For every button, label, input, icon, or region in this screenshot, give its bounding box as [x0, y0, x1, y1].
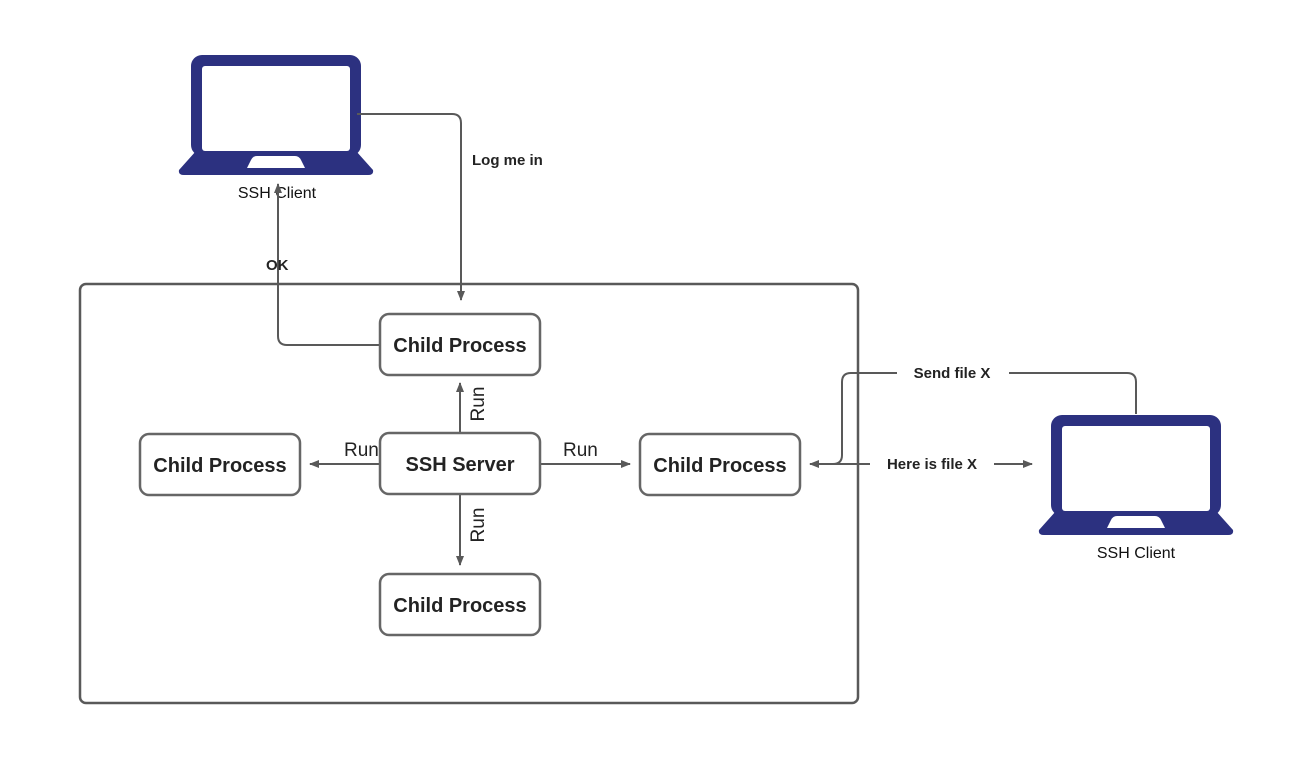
edge-run-up-label: Run — [468, 387, 489, 422]
child-process-right-box[interactable] — [638, 432, 802, 497]
laptop-screen — [1062, 426, 1210, 511]
ssh-server-box[interactable] — [378, 431, 542, 496]
edge-ok-line — [274, 183, 380, 346]
child-process-left-label: Child Process — [153, 455, 286, 477]
laptop-trackpad-notch — [1107, 516, 1165, 528]
edge-log-me-in-label: Log me in — [472, 152, 543, 169]
edge-here-is-file-label: Here is file X — [887, 456, 977, 473]
laptop-screen — [202, 66, 350, 151]
child-process-top-box[interactable] — [378, 312, 542, 377]
edge-run-right-label: Run — [563, 440, 598, 461]
child-process-bottom-box[interactable] — [378, 572, 542, 637]
ssh-server-label: SSH Server — [406, 454, 515, 476]
edge-here-is-file-label-backdrop — [870, 455, 994, 474]
ssh-client-top-laptop — [178, 55, 374, 175]
laptop-trackpad-notch — [247, 156, 305, 168]
edge-run-left-label: Run — [344, 440, 379, 461]
ssh-server-node[interactable]: SSH Server — [378, 431, 542, 496]
ssh-client-right-laptop — [1038, 415, 1234, 535]
ssh-client-right-caption: SSH Client — [1097, 545, 1176, 562]
child-process-left-node[interactable]: Child Process — [138, 432, 302, 497]
edge-send-file-label: Send file X — [914, 365, 991, 382]
edge-send-file-label-backdrop — [897, 364, 1009, 383]
child-process-right-label: Child Process — [653, 455, 786, 477]
edge-ok-label: OK — [266, 257, 289, 274]
child-process-left-box[interactable] — [138, 432, 302, 497]
edge-send-file-line — [809, 372, 1137, 468]
child-process-right-node[interactable]: Child Process — [638, 432, 802, 497]
child-process-bottom-label: Child Process — [393, 595, 526, 617]
child-process-top-label: Child Process — [393, 335, 526, 357]
edge-run-down-label: Run — [468, 508, 489, 543]
edge-log-me-in-line — [357, 113, 465, 301]
child-process-top-node[interactable]: Child Process — [378, 312, 542, 377]
child-process-bottom-node[interactable]: Child Process — [378, 572, 542, 637]
ssh-server-host-boundary — [78, 282, 860, 705]
